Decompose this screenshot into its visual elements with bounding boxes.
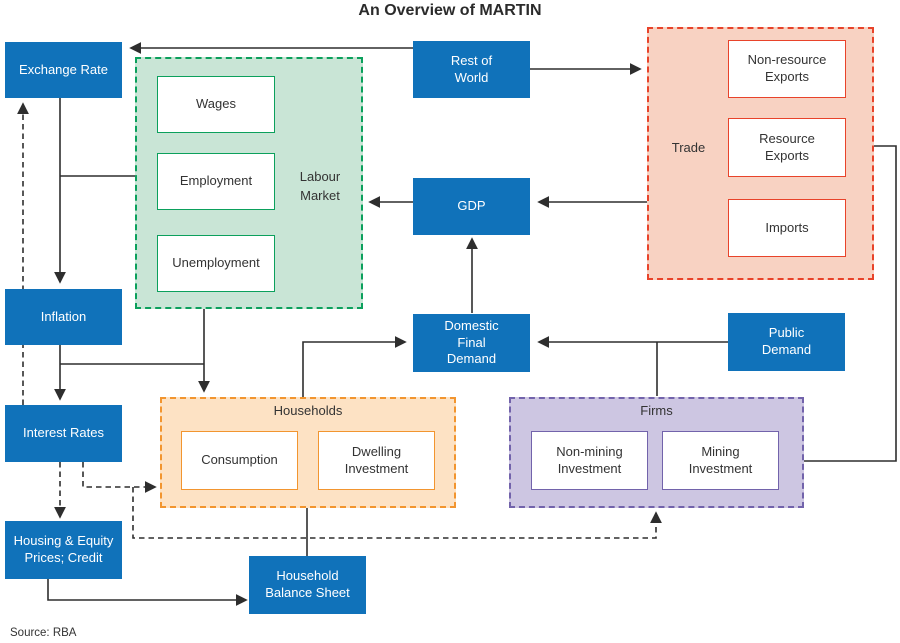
- mining-investment-box: Mining Investment: [662, 431, 779, 490]
- unemployment-box: Unemployment: [157, 235, 275, 292]
- household-balance-sheet-box: Household Balance Sheet: [249, 556, 366, 614]
- interest-rates-box: Interest Rates: [5, 405, 122, 462]
- employment-box: Employment: [157, 153, 275, 210]
- firms-group-label: Firms: [640, 403, 673, 418]
- trade-group-label: Trade: [671, 140, 706, 155]
- dashed-arrow-interest-rates-to-households: [82, 462, 157, 493]
- labour-market-group-label: Labour Market: [299, 169, 341, 203]
- arrow-households-to-domestic-final-demand: [302, 336, 407, 397]
- domestic-final-demand-box: Domestic Final Demand: [413, 314, 530, 372]
- non-mining-investment-box: Non-mining Investment: [531, 431, 648, 490]
- consumption-box: Consumption: [181, 431, 298, 490]
- source-note: Source: RBA: [10, 627, 77, 639]
- resource-exports-box: Resource Exports: [728, 118, 846, 177]
- arrow-housing-equity-to-household-balance-sheet: [47, 579, 248, 606]
- imports-box: Imports: [728, 199, 846, 257]
- arrow-mining-investment-to-resource-exports: [779, 140, 897, 462]
- housing-equity-prices-credit-box: Housing & Equity Prices; Credit: [5, 521, 122, 579]
- non-resource-exports-box: Non-resource Exports: [728, 40, 846, 98]
- exchange-rate-box: Exchange Rate: [5, 42, 122, 98]
- households-group-label: Households: [273, 403, 343, 418]
- diagram-title: An Overview of MARTIN: [358, 2, 542, 19]
- rest-of-world-box: Rest of World: [413, 41, 530, 98]
- public-demand-box: Public Demand: [728, 313, 845, 371]
- dwelling-investment-box: Dwelling Investment: [318, 431, 435, 490]
- inflation-box: Inflation: [5, 289, 122, 345]
- gdp-box: GDP: [413, 178, 530, 235]
- wages-box: Wages: [157, 76, 275, 133]
